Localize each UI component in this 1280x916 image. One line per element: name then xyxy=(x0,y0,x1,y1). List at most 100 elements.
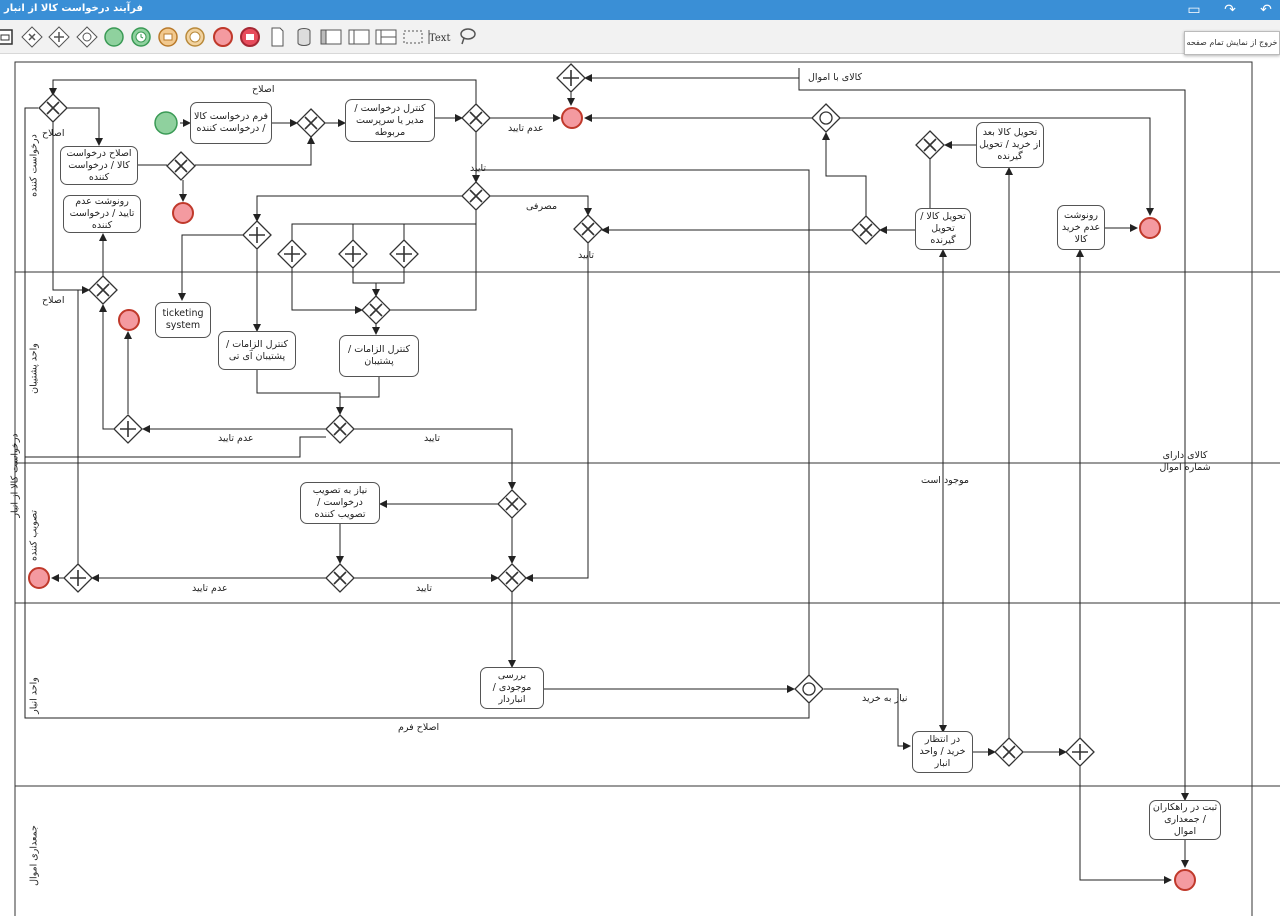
exclusive-gateway[interactable] xyxy=(851,215,881,245)
end-event xyxy=(28,107,1196,891)
parallel-gateway[interactable] xyxy=(1065,737,1095,767)
lane-label-warehouse: واحد انبار xyxy=(28,677,40,714)
parallel-gateway[interactable] xyxy=(277,239,307,269)
title-bar: فرآیند درخواست کالا از انبار ▭ ↷ ↶ xyxy=(0,0,1280,20)
flow-label: کالای با اموال xyxy=(808,72,863,83)
flow-label: تایید xyxy=(416,583,433,594)
exclusive-gateway[interactable] xyxy=(88,275,118,305)
sequence-flows xyxy=(24,68,1189,884)
exclusive-gateway[interactable] xyxy=(38,93,68,123)
end-event xyxy=(118,309,140,331)
task-control-support[interactable]: کنترل الزامات / پشتیبان xyxy=(339,335,419,377)
bpmn-toolbar: Text xyxy=(0,20,1280,54)
task-deliver-after-purchase[interactable]: تحویل کالا بعد از خرید / تحویل گیرنده xyxy=(976,122,1044,168)
task-no-purchase-copy[interactable]: رونوشت عدم خرید کالا xyxy=(1057,205,1105,250)
exclusive-gateway[interactable] xyxy=(994,737,1024,767)
exclusive-gateway[interactable] xyxy=(325,563,355,593)
flow-label: عدم تایید xyxy=(218,433,254,444)
flow-label: تایید xyxy=(470,163,487,174)
flow-label: موجود است xyxy=(921,475,969,486)
window-title: فرآیند درخواست کالا از انبار xyxy=(4,3,143,14)
data-object-icon[interactable] xyxy=(264,24,290,50)
parallel-gateway-icon[interactable] xyxy=(46,24,72,50)
event-based-gateway[interactable] xyxy=(794,674,824,704)
parallel-gateway[interactable] xyxy=(63,563,93,593)
exclusive-gateway[interactable] xyxy=(166,151,196,181)
end-event-icon[interactable] xyxy=(210,24,236,50)
start-event-icon[interactable] xyxy=(101,24,127,50)
flow-label: کالای دارای شماره اموال xyxy=(1159,450,1211,473)
flow-label: عدم تایید xyxy=(508,123,544,134)
task-need-approval[interactable]: نیاز به تصویب درخواست / تصویب کننده xyxy=(300,482,380,524)
flow-label: عدم تایید xyxy=(192,583,228,594)
task-register-assets[interactable]: ثبت در راهکاران / جمعداری اموال xyxy=(1149,800,1221,840)
task-deliver[interactable]: تحویل کالا / تحویل گیرنده xyxy=(915,208,971,250)
flow-label: مصرفی xyxy=(526,201,558,212)
task-ticketing[interactable]: ticketing system xyxy=(155,302,211,338)
svg-text:Text: Text xyxy=(429,33,450,44)
task-fix-request[interactable]: اصلاح درخواست کالا / درخواست کننده xyxy=(60,146,138,185)
end-event xyxy=(561,107,583,129)
task-request-form[interactable]: فرم درخواست کالا / درخواست کننده xyxy=(190,102,272,144)
task-wait-purchase[interactable]: در انتظار خرید / واحد انبار xyxy=(912,731,973,773)
flow-label: اصلاح فرم xyxy=(398,722,440,733)
parallel-gateway[interactable] xyxy=(338,239,368,269)
pool-label: درخواست کالا از انبار xyxy=(9,433,21,518)
exclusive-gateway[interactable] xyxy=(296,108,326,138)
pool-frame xyxy=(14,61,1280,916)
lane-label-support: واحد پشتیبان xyxy=(28,343,40,394)
data-store-icon[interactable] xyxy=(291,24,317,50)
event-gateway-icon[interactable] xyxy=(74,24,100,50)
split-lane-icon[interactable] xyxy=(373,24,399,50)
end-event xyxy=(28,567,50,589)
flow-label: اصلاح xyxy=(42,128,65,139)
timer-intermediate-icon[interactable] xyxy=(182,24,208,50)
lasso-icon[interactable] xyxy=(454,24,480,50)
fullscreen-icon[interactable]: ▭ xyxy=(1187,2,1201,18)
message-end-event-icon[interactable] xyxy=(237,24,263,50)
end-event xyxy=(1139,217,1161,239)
flow-label: تایید xyxy=(578,250,595,261)
parallel-gateway[interactable] xyxy=(242,220,272,250)
task-reject-copy[interactable]: رونوشت عدم تایید / درخواست کننده xyxy=(63,195,141,233)
parallel-gateway[interactable] xyxy=(389,239,419,269)
task-manager-control[interactable]: کنترل درخواست / مدیر یا سرپرست مربوطه xyxy=(345,99,435,142)
end-event xyxy=(1174,869,1196,891)
lane-icon[interactable] xyxy=(346,24,372,50)
undo-icon[interactable]: ↶ xyxy=(1260,2,1272,18)
text-annotation-icon[interactable]: Text xyxy=(427,24,453,50)
flow-label: نیاز به خرید xyxy=(862,693,908,704)
pool-icon[interactable] xyxy=(318,24,344,50)
parallel-gateway[interactable] xyxy=(113,414,143,444)
redo-icon[interactable]: ↷ xyxy=(1224,2,1236,18)
flow-label: اصلاح xyxy=(42,295,65,306)
exclusive-gateway[interactable] xyxy=(361,295,391,325)
exclusive-gateway[interactable] xyxy=(573,214,603,244)
exclusive-gateway[interactable] xyxy=(461,103,491,133)
group-icon[interactable] xyxy=(400,24,426,50)
exit-fullscreen-tooltip: خروج از نمایش تمام صفحه xyxy=(1184,31,1280,55)
lane-label-assets: جمعداری اموال xyxy=(28,825,40,886)
task-check-stock[interactable]: بررسی موجودی / انباردار xyxy=(480,667,544,709)
exclusive-gateway-icon[interactable] xyxy=(19,24,45,50)
end-event xyxy=(172,202,194,224)
task-control-it[interactable]: کنترل الزامات / پشتیبان آی تی xyxy=(218,331,296,370)
exclusive-gateway[interactable] xyxy=(461,181,491,211)
exclusive-gateway[interactable] xyxy=(497,563,527,593)
timer-event-icon[interactable] xyxy=(128,24,154,50)
exclusive-gateway[interactable] xyxy=(325,414,355,444)
event-based-gateway[interactable] xyxy=(811,103,841,133)
flow-label: تایید xyxy=(424,433,441,444)
parallel-gateway[interactable] xyxy=(556,63,586,93)
start-event xyxy=(154,111,178,135)
message-event-icon[interactable] xyxy=(155,24,181,50)
expand-icon[interactable] xyxy=(0,24,18,50)
lane-label-requester: درخواست کننده xyxy=(28,134,40,197)
lane-label-approver: تصویب کننده xyxy=(28,510,40,562)
flow-label: اصلاح xyxy=(252,84,275,95)
gateways xyxy=(38,63,1095,767)
exclusive-gateway[interactable] xyxy=(497,489,527,519)
exclusive-gateway[interactable] xyxy=(915,130,945,160)
